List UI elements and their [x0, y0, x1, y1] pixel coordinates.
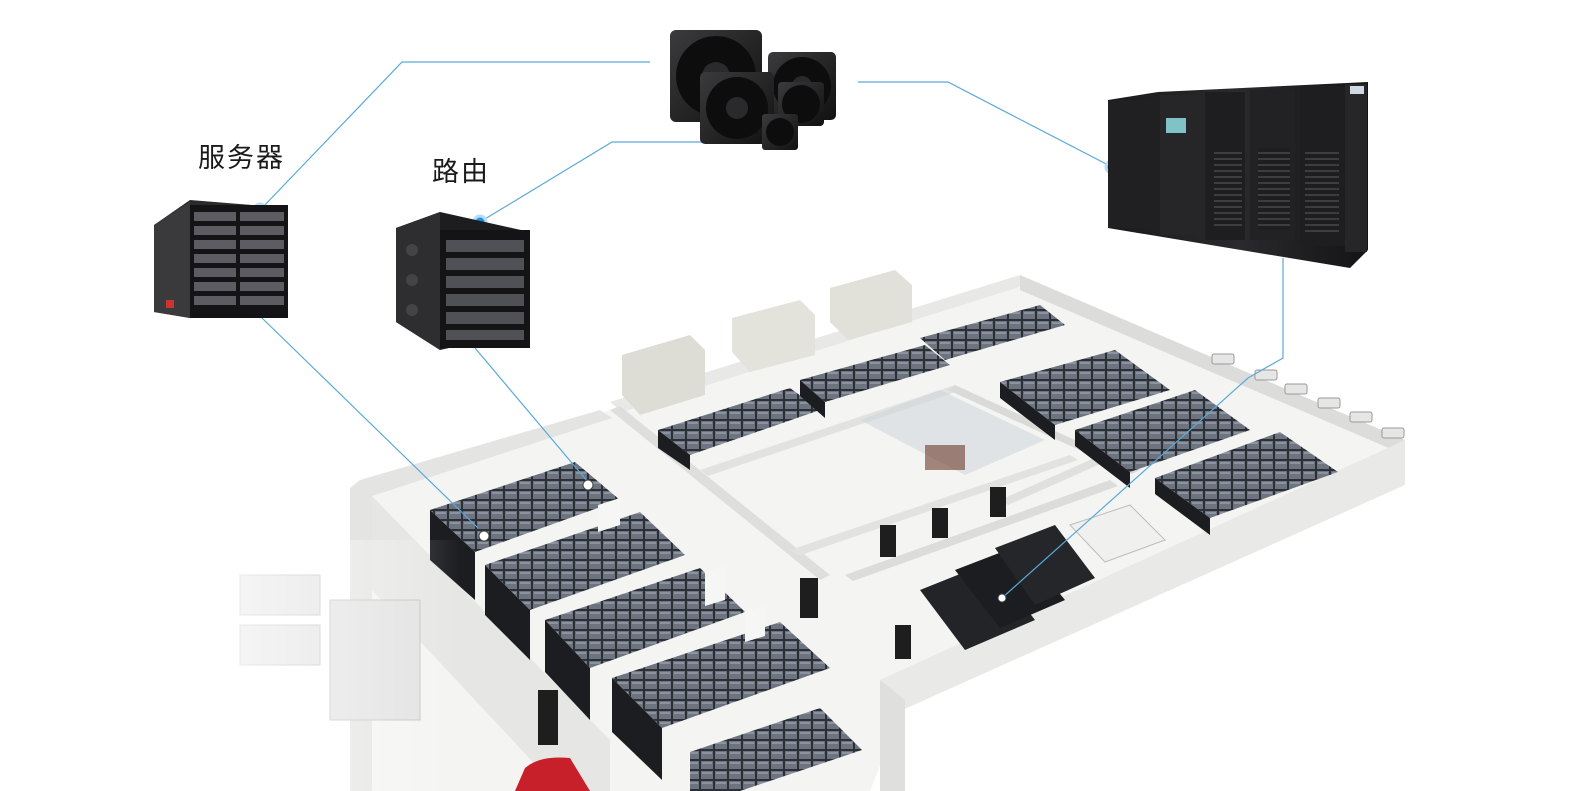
server-rack-icon: [154, 200, 288, 318]
line-router-fans: [479, 141, 712, 223]
building-floorplan: [0, 270, 1405, 791]
connector-lines: [261, 61, 1284, 599]
line-server-floor: [261, 317, 479, 529]
rack-rows-back-hall: [658, 305, 1065, 470]
outer-wall-right: [880, 440, 1405, 720]
outer-wall-back: [610, 275, 1032, 412]
dot-floor-router: [582, 479, 594, 491]
ups-cabinet-icon: [1108, 82, 1368, 268]
doors: [538, 487, 1006, 745]
rack-rows-left-hall: [430, 462, 862, 791]
server-label: 服务器: [198, 143, 285, 174]
dot-floor-battery: [997, 593, 1007, 603]
line-server-fans: [261, 61, 650, 209]
red-car: [515, 757, 590, 791]
exterior-pipes: [1211, 353, 1405, 439]
cooling-fan-icon: [670, 30, 836, 150]
router-label: 路由: [432, 157, 490, 188]
dot-floor-left: [478, 530, 490, 542]
line-fans-ups: [858, 81, 1113, 168]
rack-rows-right-hall: [1000, 350, 1338, 535]
line-ups-floor: [1001, 258, 1284, 599]
line-router-floor: [474, 347, 589, 483]
storage-boxes: [598, 498, 1166, 642]
rooftop-ac-units: [622, 270, 912, 415]
glass-room: [860, 390, 1045, 475]
battery-rows: [920, 525, 1095, 650]
router-chassis-icon: [396, 212, 530, 350]
